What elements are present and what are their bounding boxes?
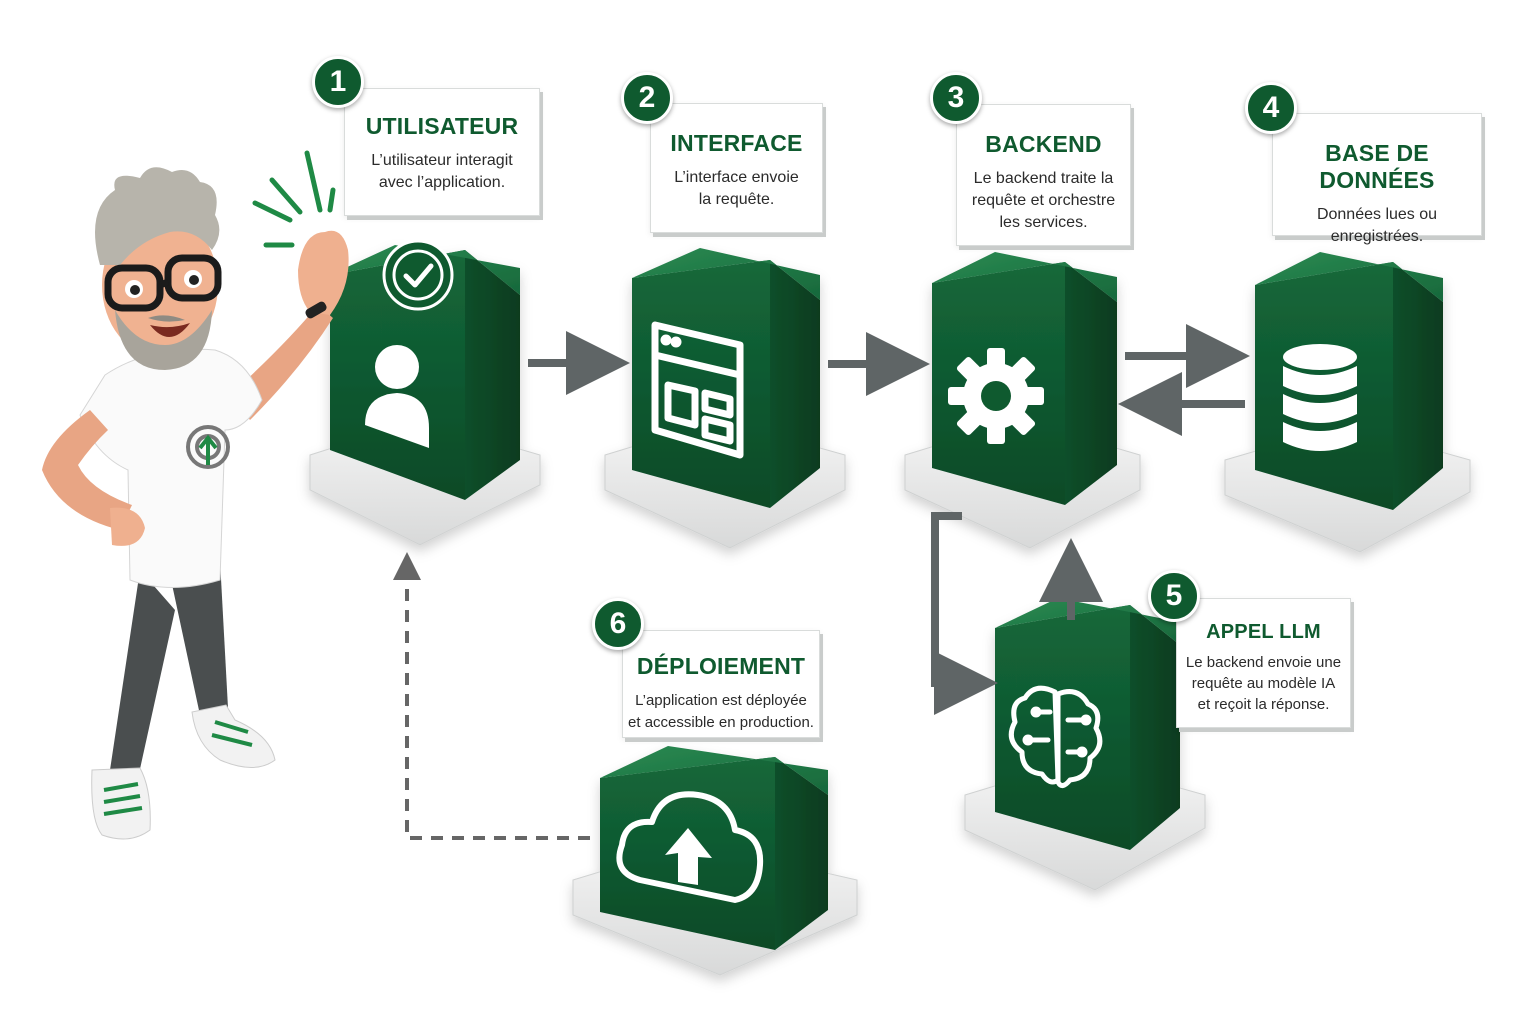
block-interface [604, 248, 846, 549]
step-badge-1: 1 [312, 56, 364, 108]
callout-title: UTILISATEUR [365, 113, 519, 139]
callout-text: Données lues ou enregistrées. [1316, 206, 1438, 245]
step-badge-5: 5 [1148, 570, 1200, 622]
block-user [309, 245, 541, 546]
callout-appel-llm: APPEL LLM Le backend envoie une requête … [1176, 598, 1351, 728]
developer-mascot-icon [42, 150, 349, 840]
database-icon [1283, 344, 1357, 451]
callout-title: BACKEND [985, 131, 1102, 157]
arrow-deployment-to-user-dashed [393, 552, 590, 840]
block-backend [904, 252, 1141, 549]
gear-icon [948, 348, 1044, 444]
brain-circuit-icon [1008, 685, 1103, 788]
shirt-logo-icon [186, 425, 230, 469]
callout-backend: BACKEND Le backend traite la requête et … [956, 104, 1131, 246]
callout-text: L’interface envoie la requête. [674, 169, 799, 208]
callout-title: INTERFACE [670, 130, 803, 156]
block-deployment [572, 746, 858, 976]
callout-base-de-donnees: BASE DE DONNÉES Données lues ou enregist… [1272, 113, 1482, 245]
callout-title: APPEL LLM [1206, 621, 1321, 643]
callout-text: Le backend envoie une requête au modèle … [1185, 654, 1342, 713]
callout-text: L’application est déployée et accessible… [628, 692, 814, 731]
step-badge-3: 3 [930, 72, 982, 124]
callout-title: BASE DE DONNÉES [1319, 140, 1435, 193]
step-badge-4: 4 [1245, 82, 1297, 134]
callout-text: L’utilisateur interagit avec l’applicati… [371, 152, 513, 191]
callout-deploiement: DÉPLOIEMENT L’application est déployée e… [622, 630, 820, 738]
step-badge-6: 6 [592, 598, 644, 650]
browser-window-icon [651, 321, 744, 459]
check-badge-icon [382, 239, 454, 311]
callout-title: DÉPLOIEMENT [636, 653, 806, 679]
arrow-backend-to-llm [931, 512, 998, 715]
callout-text: Le backend traite la requête et orchestr… [971, 170, 1116, 231]
callout-utilisateur: UTILISATEUR L’utilisateur interagit avec… [344, 88, 540, 216]
step-badge-2: 2 [621, 72, 673, 124]
cloud-upload-icon [616, 791, 764, 903]
user-icon [365, 345, 429, 448]
block-llm [964, 598, 1206, 891]
callout-interface: INTERFACE L’interface envoie la requête. [650, 103, 823, 233]
